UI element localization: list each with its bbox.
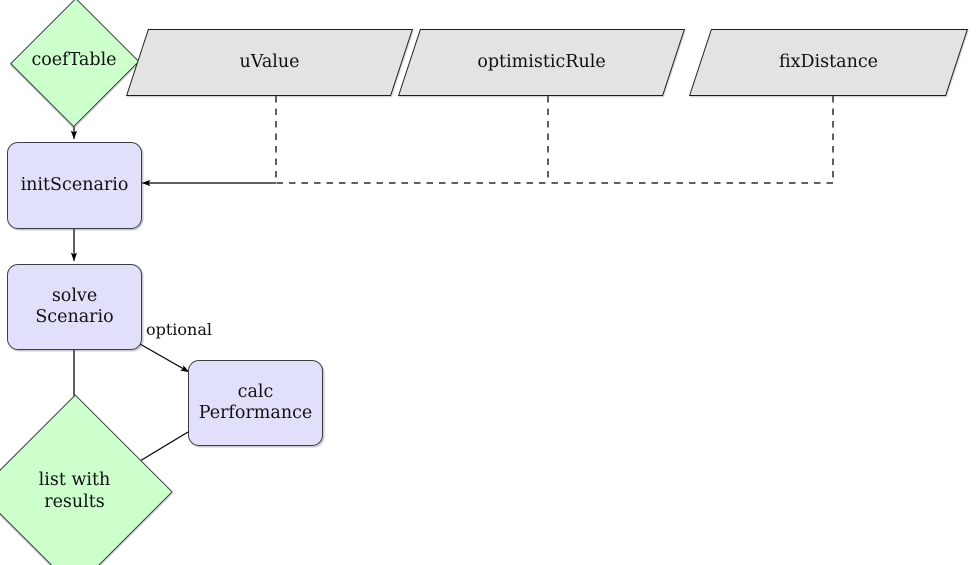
node-solve-scenario[interactable]: solve Scenario	[7, 264, 142, 350]
node-label-u-value: uValue	[239, 51, 300, 72]
node-label-init-scenario: initScenario	[20, 174, 129, 195]
node-init-scenario[interactable]: initScenario	[7, 142, 142, 229]
node-label-calc-performance: calc Performance	[198, 381, 313, 423]
edge-solvescenario-to-calcperformance	[139, 343, 190, 373]
node-optimistic-rule[interactable]: optimisticRule	[397, 29, 686, 96]
node-label-fix-distance: fixDistance	[778, 51, 879, 72]
edge-label-optional: optional	[146, 320, 213, 339]
node-coef-table[interactable]: coefTable	[10, 0, 140, 127]
node-u-value[interactable]: uValue	[125, 29, 414, 96]
node-label-solve-scenario: solve Scenario	[35, 285, 114, 327]
node-calc-performance[interactable]: calc Performance	[188, 360, 323, 446]
node-label-list-with-results: list with results	[38, 470, 111, 512]
node-list-with-results[interactable]: list with results	[0, 394, 174, 565]
node-fix-distance[interactable]: fixDistance	[688, 29, 969, 96]
node-label-coef-table: coefTable	[31, 50, 117, 71]
node-label-optimistic-rule: optimisticRule	[477, 51, 606, 72]
